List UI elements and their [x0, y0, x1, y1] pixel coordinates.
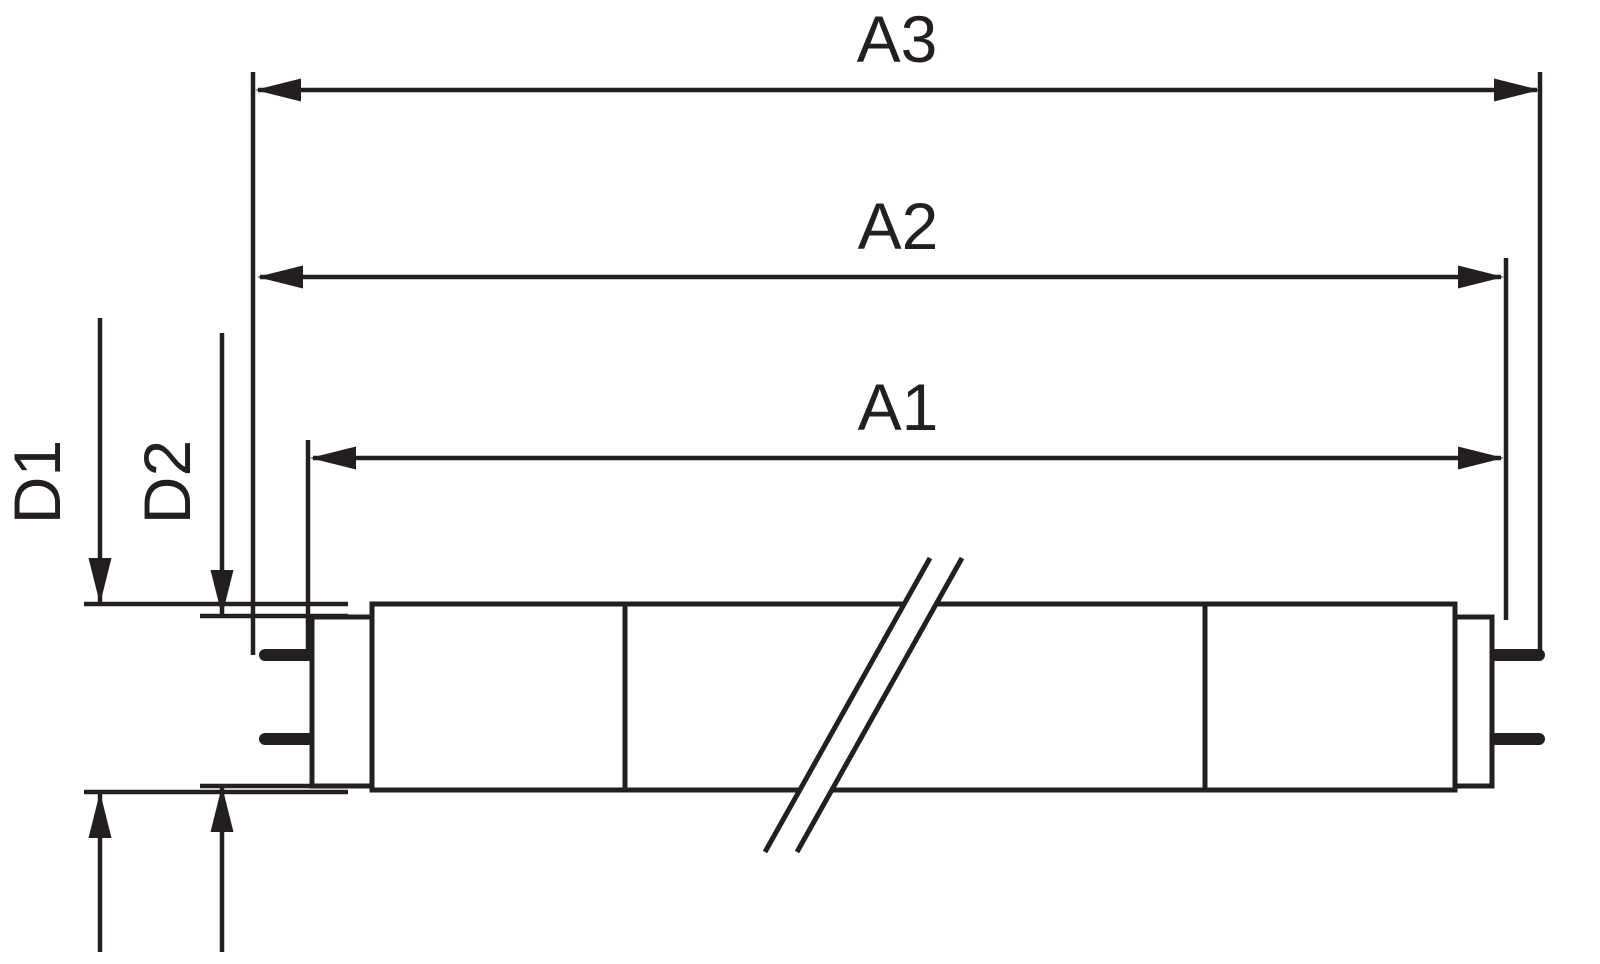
- break-line-left: [762, 556, 933, 854]
- arrowhead-d2-up: [210, 786, 234, 832]
- dimension-lines: [84, 72, 1543, 952]
- break-gap: [765, 558, 962, 852]
- label-d2: D2: [130, 440, 204, 524]
- arrowhead-a2-left: [257, 265, 303, 289]
- label-a1: A1: [858, 370, 939, 444]
- arrowheads: [88, 78, 1540, 838]
- arrowhead-a3-left: [255, 78, 301, 102]
- tube-pins: [259, 649, 1545, 745]
- break-symbol: [762, 556, 965, 854]
- dimension-labels: A3 A2 A1 D1 D2: [0, 2, 938, 524]
- arrowhead-a1-right: [1458, 446, 1504, 470]
- arrowhead-a2-right: [1458, 265, 1504, 289]
- arrowhead-a3-right: [1494, 78, 1540, 102]
- tube-endcap-right: [1452, 614, 1495, 789]
- label-d1: D1: [0, 440, 74, 524]
- tube-endcap-left: [309, 614, 375, 789]
- arrowhead-d2-down: [210, 570, 234, 616]
- label-a3: A3: [857, 2, 938, 76]
- break-line-right: [794, 556, 965, 854]
- arrowhead-a1-left: [310, 446, 356, 470]
- label-a2: A2: [858, 189, 939, 263]
- arrowhead-d1-down: [88, 558, 112, 604]
- arrowhead-d1-up: [88, 792, 112, 838]
